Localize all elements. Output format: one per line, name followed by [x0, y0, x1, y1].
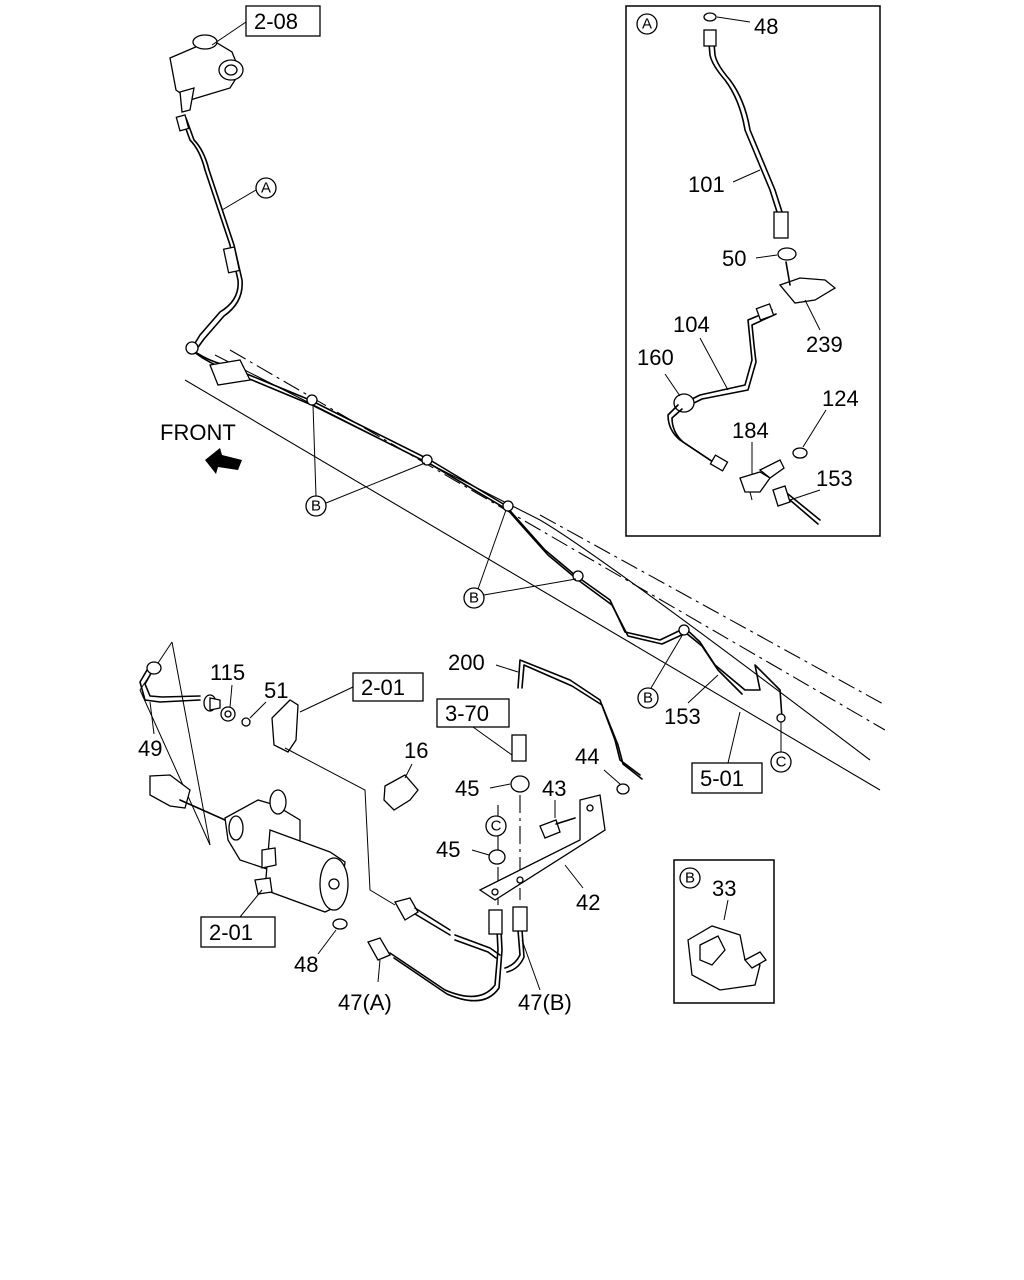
- callout-b-1: B: [305, 404, 426, 517]
- ref-box-3-70: 3-70: [436, 698, 510, 728]
- svg-text:48: 48: [294, 952, 318, 977]
- svg-text:51: 51: [264, 678, 288, 703]
- svg-text:B: B: [643, 690, 653, 707]
- ref-box-2-08: 2-08: [211, 5, 321, 46]
- callout-b-3: B: [637, 633, 684, 709]
- svg-text:B: B: [685, 870, 695, 887]
- callout-c-2: C: [485, 815, 507, 837]
- svg-text:33: 33: [712, 876, 736, 901]
- callout-c-1: C: [770, 722, 792, 773]
- svg-text:153: 153: [816, 466, 853, 491]
- lower-pipes: 48 47(A) 47(B): [284, 747, 572, 1015]
- ref-box-2-01-top: 2-01: [299, 672, 424, 713]
- svg-text:200: 200: [448, 650, 485, 675]
- svg-text:A: A: [261, 180, 271, 197]
- svg-text:43: 43: [542, 776, 566, 801]
- svg-text:104: 104: [673, 312, 710, 337]
- svg-text:2-01: 2-01: [209, 920, 253, 945]
- inset-b-detail: B 33: [673, 859, 775, 1004]
- svg-text:115: 115: [210, 660, 245, 685]
- ref-box-5-01: 5-01: [691, 711, 763, 794]
- lower-valve-assembly: 49 115 51: [138, 641, 349, 913]
- front-arrow-icon: [205, 448, 242, 474]
- svg-text:16: 16: [404, 738, 428, 763]
- svg-text:5-01: 5-01: [700, 766, 744, 791]
- callout-b-2: B: [463, 509, 577, 609]
- svg-text:2-08: 2-08: [254, 9, 298, 34]
- svg-text:2-01: 2-01: [361, 675, 405, 700]
- svg-text:160: 160: [637, 345, 674, 370]
- svg-text:42: 42: [576, 890, 600, 915]
- svg-text:124: 124: [822, 386, 859, 411]
- svg-text:45: 45: [455, 776, 479, 801]
- svg-text:184: 184: [732, 418, 769, 443]
- bracket-assembly: 200 3-70 45 42 43 44 45 C 16: [383, 650, 643, 915]
- svg-text:48: 48: [754, 14, 778, 39]
- svg-text:A: A: [642, 16, 652, 33]
- ref-box-2-01-bottom: 2-01: [200, 889, 276, 948]
- svg-text:101: 101: [688, 172, 725, 197]
- svg-text:B: B: [469, 590, 479, 607]
- svg-text:B: B: [311, 498, 321, 515]
- svg-text:45: 45: [436, 837, 460, 862]
- svg-text:47(B): 47(B): [518, 990, 572, 1015]
- inset-a-detail: A 48 101 50 239 104 160 184 124: [625, 5, 881, 537]
- svg-text:47(A): 47(A): [338, 990, 392, 1015]
- svg-text:3-70: 3-70: [445, 701, 489, 726]
- svg-text:49: 49: [138, 736, 162, 761]
- label-153: 153: [664, 704, 701, 729]
- svg-text:239: 239: [806, 332, 843, 357]
- svg-text:C: C: [491, 818, 502, 835]
- front-label: FRONT: [160, 420, 236, 445]
- callout-a-main: A: [221, 177, 277, 211]
- svg-text:44: 44: [575, 744, 599, 769]
- svg-text:50: 50: [722, 246, 746, 271]
- svg-text:C: C: [776, 754, 787, 771]
- main-brake-pipe: [175, 114, 786, 723]
- brake-fluid-reservoir: [169, 34, 244, 113]
